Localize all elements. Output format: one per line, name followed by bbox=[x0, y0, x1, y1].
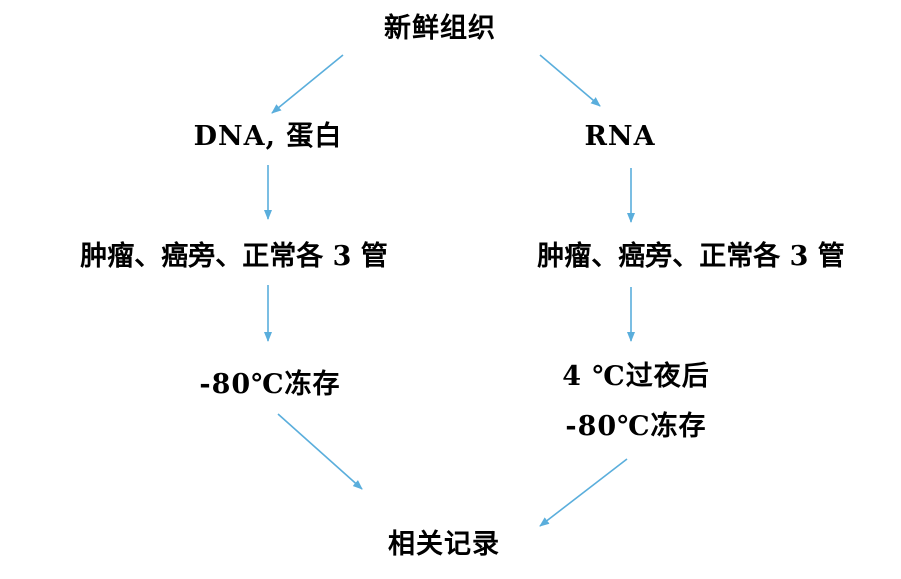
node-left-tubes: 肿瘤、癌旁、正常各 3 管 bbox=[80, 241, 388, 272]
arrow-left-freeze-to-record bbox=[277, 413, 363, 490]
node-rna: RNA bbox=[584, 121, 656, 152]
node-records: 相关记录 bbox=[388, 529, 500, 560]
arrow-top-to-dna bbox=[271, 54, 344, 114]
node-dna-protein: DNA, 蛋白 bbox=[193, 121, 343, 152]
node-right-freeze: -80℃冻存 bbox=[565, 411, 707, 442]
arrow-top-to-rna bbox=[539, 54, 601, 107]
node-left-freeze: -80℃冻存 bbox=[199, 369, 341, 400]
arrow-right-freeze-to-record bbox=[539, 458, 628, 527]
node-fresh-tissue: 新鲜组织 bbox=[384, 13, 496, 44]
node-right-tubes: 肿瘤、癌旁、正常各 3 管 bbox=[537, 241, 845, 272]
node-right-overnight: 4 ℃过夜后 bbox=[562, 361, 710, 392]
